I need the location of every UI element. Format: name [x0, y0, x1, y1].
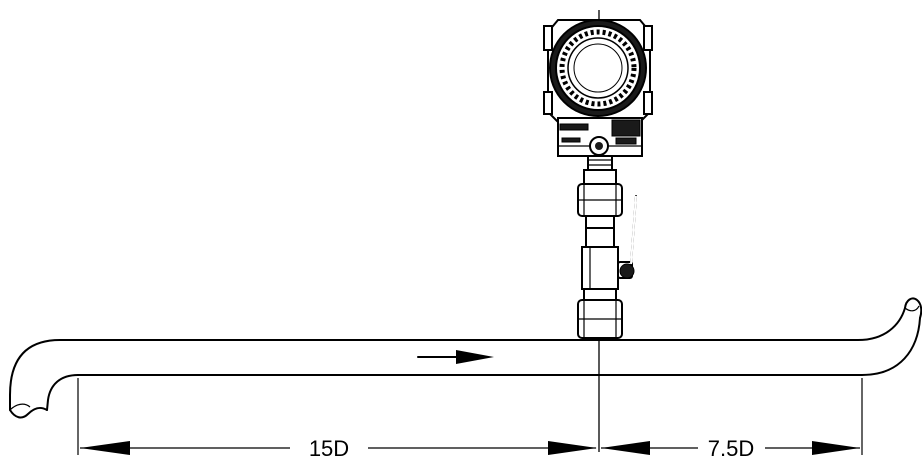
- flow-direction-arrow-icon: [417, 350, 494, 364]
- insertion-fitting-assembly: [577, 153, 637, 339]
- upstream-dimension: [80, 441, 597, 455]
- pipe-left-break: [9, 406, 48, 419]
- compression-nut-upper: [577, 169, 623, 229]
- transmitter-head-icon: [543, 19, 653, 157]
- dimension-lines: 15D 7.5D: [77, 378, 863, 461]
- pipe-right-elbow-inner: [599, 317, 921, 376]
- pipe-right-elbow-outer: [599, 307, 906, 341]
- pipe: [9, 297, 922, 419]
- pipe-right-break: [904, 297, 922, 319]
- upstream-dimension-label: 15D: [309, 436, 349, 461]
- compression-nut-lower: [577, 288, 623, 339]
- ball-valve-icon: [581, 195, 637, 290]
- pipe-left-elbow-outer: [9, 339, 601, 411]
- downstream-dimension-label: 7.5D: [708, 436, 754, 461]
- pipe-left-elbow-inner: [46, 374, 601, 411]
- downstream-dimension: [601, 441, 860, 455]
